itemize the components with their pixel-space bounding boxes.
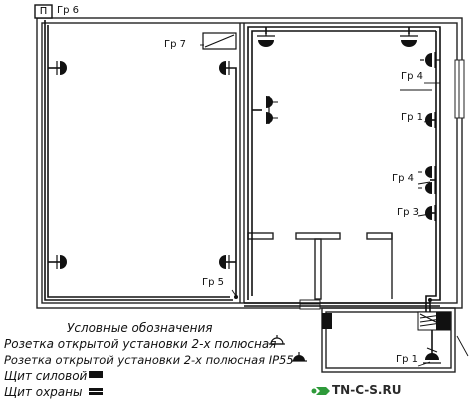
input-panel-box	[34, 4, 53, 19]
logo-icon	[311, 387, 330, 395]
legend-title: Условные обозначения	[67, 321, 213, 335]
label-gr4-upper: Гр 4	[401, 71, 423, 82]
boiler-gr7	[202, 32, 237, 50]
label-leaders	[200, 44, 469, 367]
socket-gr1-upper	[425, 112, 436, 128]
label-gr3: Гр 3	[397, 207, 419, 218]
label-gr5: Гр 5	[202, 277, 224, 288]
label-gr1-upper: Гр 1	[401, 112, 423, 123]
socket-mid-bottom	[219, 255, 230, 269]
legend-security-panel: Щит охраны	[4, 385, 83, 399]
legend-socket-ip55-symbol	[291, 352, 307, 362]
label-gr4-lower: Гр 4	[392, 173, 414, 184]
socket-double-gr4	[418, 166, 436, 194]
socket-ip55-gr1-lower	[423, 347, 441, 364]
input-panel-letter: П	[39, 6, 48, 17]
legend-socket-2pole: Розетка открытой установки 2-х полюсная	[4, 337, 277, 351]
label-gr7: Гр 7	[164, 39, 186, 50]
label-gr6: Гр 6	[57, 5, 79, 16]
socket-mid-top	[219, 61, 230, 75]
label-gr1-lower: Гр 1	[396, 354, 418, 365]
walls	[36, 17, 463, 373]
legend-socket-2pole-ip55: Розетка открытой установки 2-х полюсная …	[4, 353, 294, 367]
socket-gr3	[425, 205, 436, 221]
socket-top-left	[257, 33, 275, 47]
power-panel	[322, 311, 451, 331]
watermark-logo: TN-C-S.RU	[332, 383, 402, 397]
junctions	[234, 295, 432, 302]
socket-left-bottom	[56, 255, 67, 269]
socket-ip55-gr4-upper	[420, 52, 440, 68]
legend-socket-symbol	[269, 335, 285, 345]
window-right	[454, 59, 465, 119]
socket-left-top	[56, 61, 67, 75]
window-bottom	[299, 299, 321, 310]
wiring	[44, 20, 441, 356]
socket-double-partition	[266, 96, 278, 124]
socket-top-right	[400, 33, 418, 47]
legend-power-panel-symbol	[89, 371, 103, 378]
legend-power-panel: Щит силовой	[4, 369, 88, 383]
kitchen-partitions	[247, 232, 393, 300]
legend-security-panel-symbol	[89, 388, 103, 395]
